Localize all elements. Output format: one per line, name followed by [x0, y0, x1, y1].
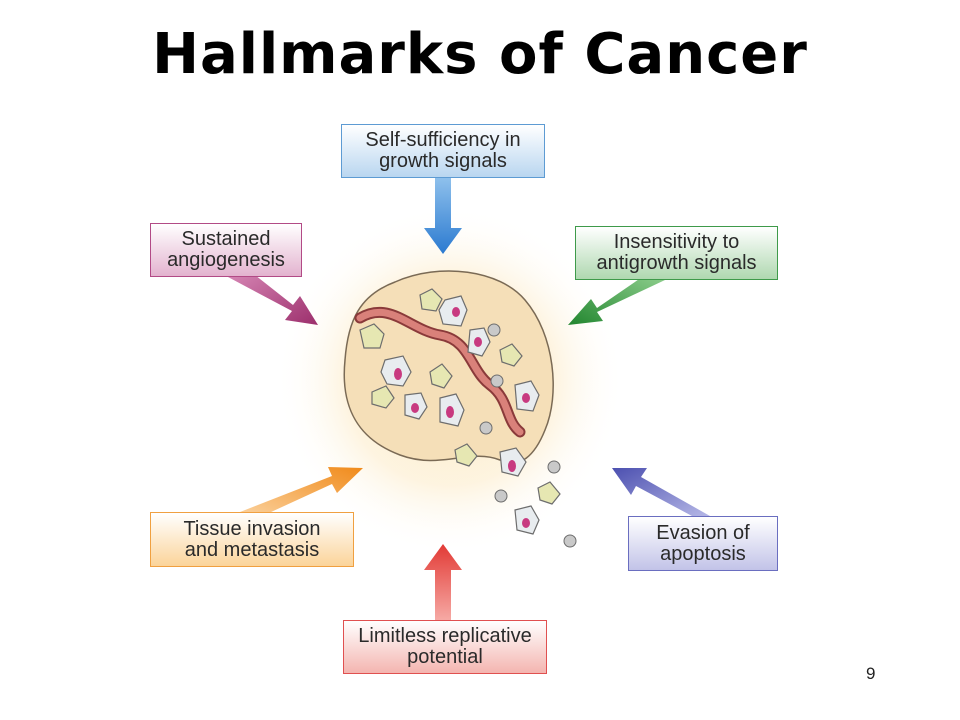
- arrow-self-sufficiency: [424, 178, 462, 254]
- page-title: Hallmarks of Cancer: [152, 22, 808, 87]
- hallmark-label: Sustained angiogenesis: [167, 228, 285, 271]
- page-number: 9: [866, 664, 876, 683]
- hallmark-invasion: Tissue invasion and metastasis: [150, 512, 354, 567]
- tumor-cells: [359, 288, 561, 535]
- arrow-invasion: [240, 467, 363, 518]
- hallmark-label: Tissue invasion and metastasis: [183, 517, 321, 561]
- hallmark-replicative: Limitless replicative potential: [343, 620, 547, 674]
- hallmark-label: Insensitivity to antigrowth signals: [596, 231, 757, 274]
- arrow-apoptosis: [612, 468, 710, 516]
- hallmark-antigrowth: Insensitivity to antigrowth signals: [575, 226, 778, 280]
- hallmark-angiogenesis: Sustained angiogenesis: [150, 223, 302, 277]
- arrow-replicative: [424, 544, 462, 620]
- hallmark-label: Limitless replicative potential: [358, 625, 532, 668]
- metastatic-cells: [479, 323, 577, 548]
- hallmark-apoptosis: Evasion of apoptosis: [628, 516, 778, 571]
- hallmark-label: Evasion of apoptosis: [656, 521, 750, 565]
- arrow-antigrowth: [568, 275, 665, 325]
- arrow-angiogenesis: [228, 268, 318, 325]
- hallmark-self-sufficiency: Self-sufficiency in growth signals: [341, 124, 545, 178]
- hallmark-label: Self-sufficiency in growth signals: [365, 129, 521, 172]
